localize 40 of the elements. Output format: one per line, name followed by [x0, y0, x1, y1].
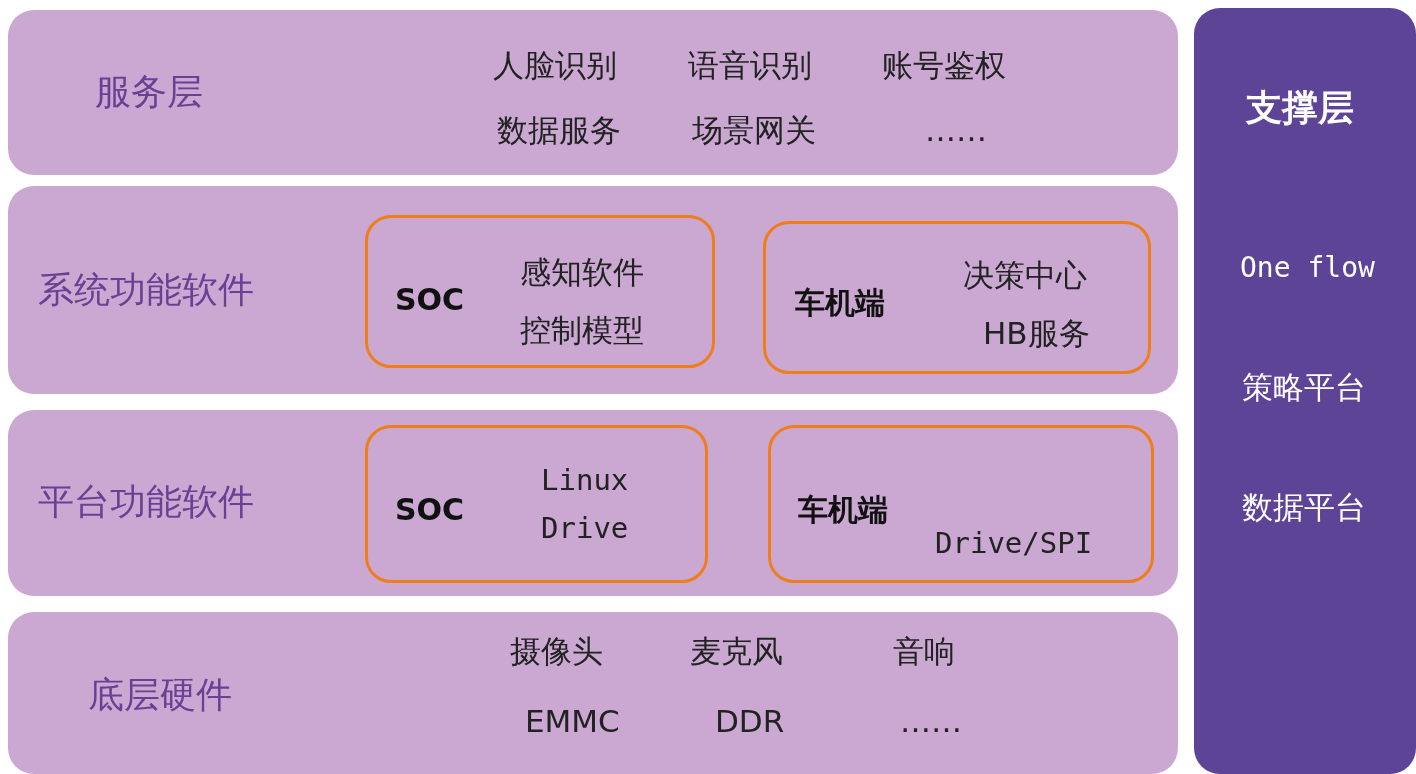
- item-label: 摄像头: [510, 634, 603, 669]
- layer-band: [8, 10, 1178, 175]
- item-label: 控制模型: [520, 313, 644, 348]
- item-label: 数据服务: [497, 113, 621, 148]
- layer-band: [8, 612, 1178, 774]
- item-label: 音响: [893, 634, 955, 669]
- module-box: [768, 425, 1154, 583]
- item-label: ……: [925, 113, 987, 148]
- item-label: 策略平台: [1242, 370, 1366, 405]
- item-label: 人脸识别: [493, 48, 617, 83]
- layer-band: [8, 186, 1178, 394]
- item-label: ……: [900, 704, 962, 739]
- item-label: One flow: [1240, 253, 1375, 284]
- module-title: 车机端: [798, 493, 888, 526]
- item-label: 场景网关: [692, 113, 816, 148]
- item-label: 数据平台: [1242, 490, 1366, 525]
- module-title: 车机端: [795, 286, 885, 319]
- item-label: 感知软件: [520, 255, 644, 290]
- layer-title: 平台功能软件: [38, 482, 254, 522]
- layer-title: 底层硬件: [88, 675, 232, 715]
- layer-title: 系统功能软件: [38, 270, 254, 310]
- item-label: 决策中心: [963, 258, 1087, 293]
- module-title: SOC: [395, 493, 465, 526]
- module-title: SOC: [395, 283, 465, 316]
- support-panel: [1194, 8, 1416, 774]
- item-label: EMMC: [525, 704, 620, 739]
- layer-title: 服务层: [95, 72, 203, 112]
- item-label: DDR: [715, 704, 785, 739]
- item-label: 麦克风: [690, 634, 783, 669]
- layer-title: 支撑层: [1246, 88, 1354, 128]
- layer-band: [8, 410, 1178, 596]
- item-label: 语音识别: [688, 48, 812, 83]
- item-label: HB服务: [983, 316, 1090, 351]
- module-box: [365, 215, 715, 368]
- item-label: Drive/SPI: [935, 528, 1093, 560]
- module-box: [365, 425, 708, 583]
- item-label: Linux: [541, 465, 629, 497]
- module-box: [763, 221, 1151, 374]
- item-label: Drive: [541, 513, 629, 545]
- item-label: 账号鉴权: [882, 48, 1006, 83]
